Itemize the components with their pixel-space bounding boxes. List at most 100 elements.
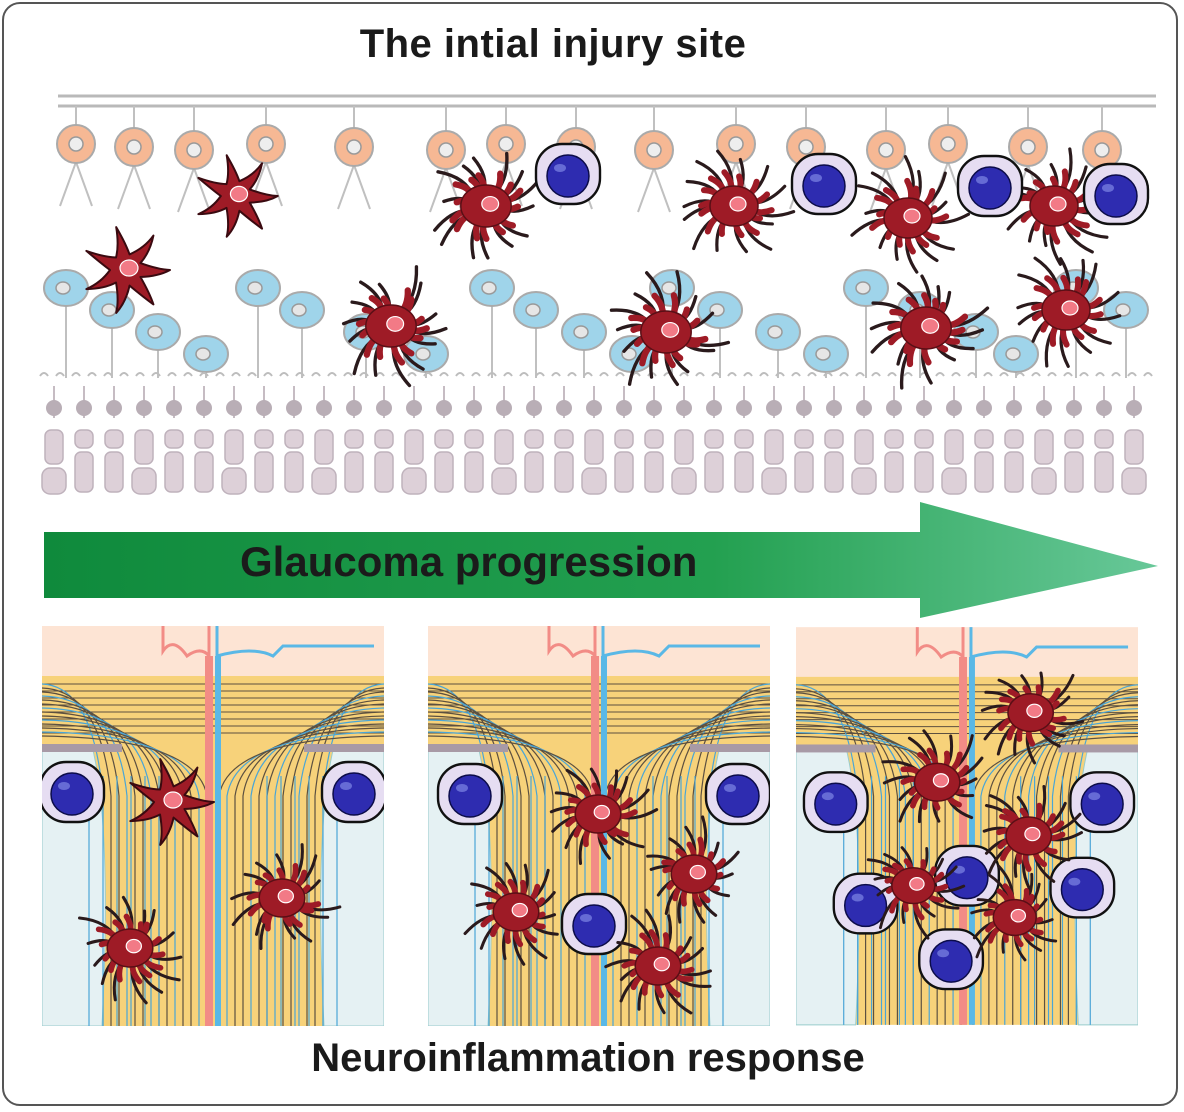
immune-cell bbox=[790, 152, 858, 216]
photoreceptor-segment bbox=[404, 429, 424, 465]
photoreceptor-nucleus bbox=[466, 400, 482, 416]
photoreceptor-nucleus bbox=[1126, 400, 1142, 416]
photoreceptor-segment bbox=[914, 429, 934, 449]
photoreceptor-segment bbox=[464, 429, 484, 449]
photoreceptor-nucleus bbox=[706, 400, 722, 416]
photoreceptor-segment bbox=[254, 429, 274, 449]
microglia-cell bbox=[1016, 256, 1122, 368]
microglia-cell bbox=[980, 671, 1085, 765]
immune-cell bbox=[832, 872, 899, 935]
photoreceptor-segment bbox=[374, 429, 394, 449]
photoreceptor-segment bbox=[44, 429, 64, 465]
photoreceptor-segment bbox=[854, 429, 874, 465]
immune-cell bbox=[534, 142, 602, 206]
choroid-left bbox=[796, 744, 876, 753]
retina-immune-cells bbox=[85, 142, 1150, 390]
inner-limiting-membrane bbox=[58, 94, 1156, 108]
microglia-cell bbox=[881, 729, 984, 824]
photoreceptor-segment bbox=[974, 429, 994, 449]
photoreceptor-segment bbox=[794, 429, 814, 449]
photoreceptor-nucleus bbox=[616, 400, 632, 416]
central-retinal-vein bbox=[968, 656, 975, 1025]
glaucoma-progression-arrow: Glaucoma progression bbox=[44, 500, 1160, 620]
photoreceptor-nucleus bbox=[106, 400, 122, 416]
optic-nerve-panel-middle bbox=[428, 626, 770, 1026]
photoreceptor-segment bbox=[314, 429, 334, 465]
photoreceptor-nucleus bbox=[766, 400, 782, 416]
immune-cell bbox=[320, 760, 384, 824]
microglia-cell bbox=[866, 846, 966, 940]
microglia-cell bbox=[604, 908, 712, 1015]
microglia-cell bbox=[230, 843, 342, 951]
immune-cell bbox=[918, 928, 985, 991]
microglia-cell bbox=[78, 895, 183, 1005]
photoreceptor-segment bbox=[524, 429, 544, 449]
microglia-cell bbox=[682, 149, 796, 254]
microglia-cell bbox=[646, 815, 740, 924]
photoreceptor-segment bbox=[74, 429, 94, 449]
photoreceptor-segment bbox=[164, 429, 184, 449]
photoreceptor-nucleus bbox=[286, 400, 302, 416]
microglia-cell bbox=[850, 155, 971, 274]
microglia-cell bbox=[869, 274, 990, 390]
immune-cell bbox=[1082, 162, 1150, 226]
photoreceptor-nucleus bbox=[1096, 400, 1112, 416]
photoreceptor-segment bbox=[884, 429, 904, 449]
photoreceptor-segment bbox=[1094, 429, 1114, 449]
photoreceptor-segment bbox=[224, 429, 244, 465]
immune-cell bbox=[1049, 856, 1116, 919]
photoreceptor-segment bbox=[134, 429, 154, 465]
photoreceptor-segment bbox=[194, 429, 214, 449]
photoreceptor-nucleus bbox=[316, 400, 332, 416]
microglia-star-cell bbox=[85, 226, 171, 314]
photoreceptor-nucleus bbox=[676, 400, 692, 416]
photoreceptor-nucleus bbox=[1006, 400, 1022, 416]
photoreceptor-nucleus bbox=[46, 400, 62, 416]
photoreceptor-nucleus bbox=[916, 400, 932, 416]
photoreceptor-nucleus bbox=[526, 400, 542, 416]
photoreceptor-segment bbox=[104, 429, 124, 449]
immune-cell bbox=[1069, 771, 1136, 834]
photoreceptor-nucleus bbox=[226, 400, 242, 416]
photoreceptor-segment bbox=[284, 429, 304, 449]
photoreceptor-segment bbox=[1034, 429, 1054, 465]
choroid-left bbox=[428, 744, 508, 752]
optic-nerve-panel-late bbox=[796, 627, 1138, 1026]
photoreceptor-nucleus bbox=[436, 400, 452, 416]
photoreceptor-nucleus bbox=[166, 400, 182, 416]
photoreceptor-nucleus bbox=[826, 400, 842, 416]
microglia-cell bbox=[970, 864, 1058, 962]
microglia-star-cell bbox=[129, 758, 215, 846]
photoreceptor-nucleus bbox=[346, 400, 362, 416]
microglia-cell bbox=[549, 767, 659, 865]
photoreceptor-segment bbox=[554, 429, 574, 449]
immune-cell bbox=[560, 892, 628, 956]
photoreceptor-segment bbox=[674, 429, 694, 465]
photoreceptor-nucleus bbox=[496, 400, 512, 416]
choroid-left bbox=[42, 744, 122, 752]
photoreceptor-segment bbox=[494, 429, 514, 465]
central-retinal-artery bbox=[205, 656, 213, 1026]
photoreceptor-segment bbox=[644, 429, 664, 449]
immune-cell bbox=[436, 762, 504, 826]
photoreceptor-segment bbox=[734, 429, 754, 449]
photoreceptor-nucleus bbox=[976, 400, 992, 416]
choroid-right bbox=[690, 744, 770, 752]
progression-label: Glaucoma progression bbox=[240, 538, 698, 585]
photoreceptor-nucleus bbox=[586, 400, 602, 416]
photoreceptor-nucleus bbox=[1066, 400, 1082, 416]
bipolar-cell-layer bbox=[39, 269, 1153, 378]
photoreceptor-nucleus bbox=[76, 400, 92, 416]
photoreceptor-segment bbox=[614, 429, 634, 449]
injury-site-title: The intial injury site bbox=[359, 22, 747, 66]
photoreceptor-segment bbox=[1064, 429, 1084, 449]
photoreceptor-nucleus bbox=[376, 400, 392, 416]
photoreceptor-nucleus bbox=[886, 400, 902, 416]
photoreceptor-nucleus bbox=[1036, 400, 1052, 416]
microglia-cell bbox=[341, 265, 448, 388]
photoreceptor-segment bbox=[944, 429, 964, 465]
microglia-cell bbox=[609, 270, 731, 387]
immune-cell bbox=[704, 762, 770, 826]
choroid-right bbox=[304, 744, 384, 752]
photoreceptor-nucleus bbox=[256, 400, 272, 416]
